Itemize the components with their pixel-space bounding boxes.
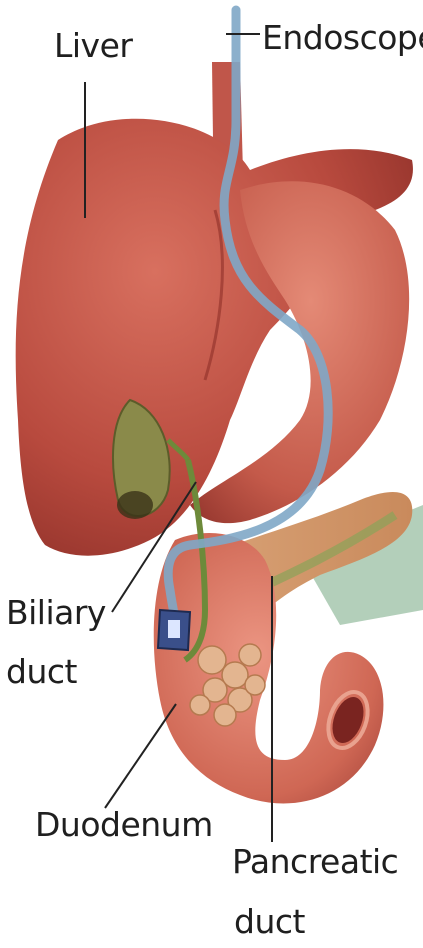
label-biliary-duct-line1: Biliary — [6, 593, 106, 633]
label-pancreatic-duct-line1: Pancreatic — [232, 842, 398, 882]
label-duodenum: Duodenum — [35, 805, 213, 845]
label-biliary-duct-line2: duct — [6, 652, 77, 692]
label-liver: Liver — [54, 26, 132, 66]
label-pancreatic-duct-line2: duct — [234, 902, 305, 942]
label-endoscope: Endoscope — [262, 18, 423, 58]
leader-duodenum — [105, 704, 176, 808]
gallbladder-shadow — [117, 491, 153, 519]
endoscope-tip-highlight — [168, 620, 180, 638]
